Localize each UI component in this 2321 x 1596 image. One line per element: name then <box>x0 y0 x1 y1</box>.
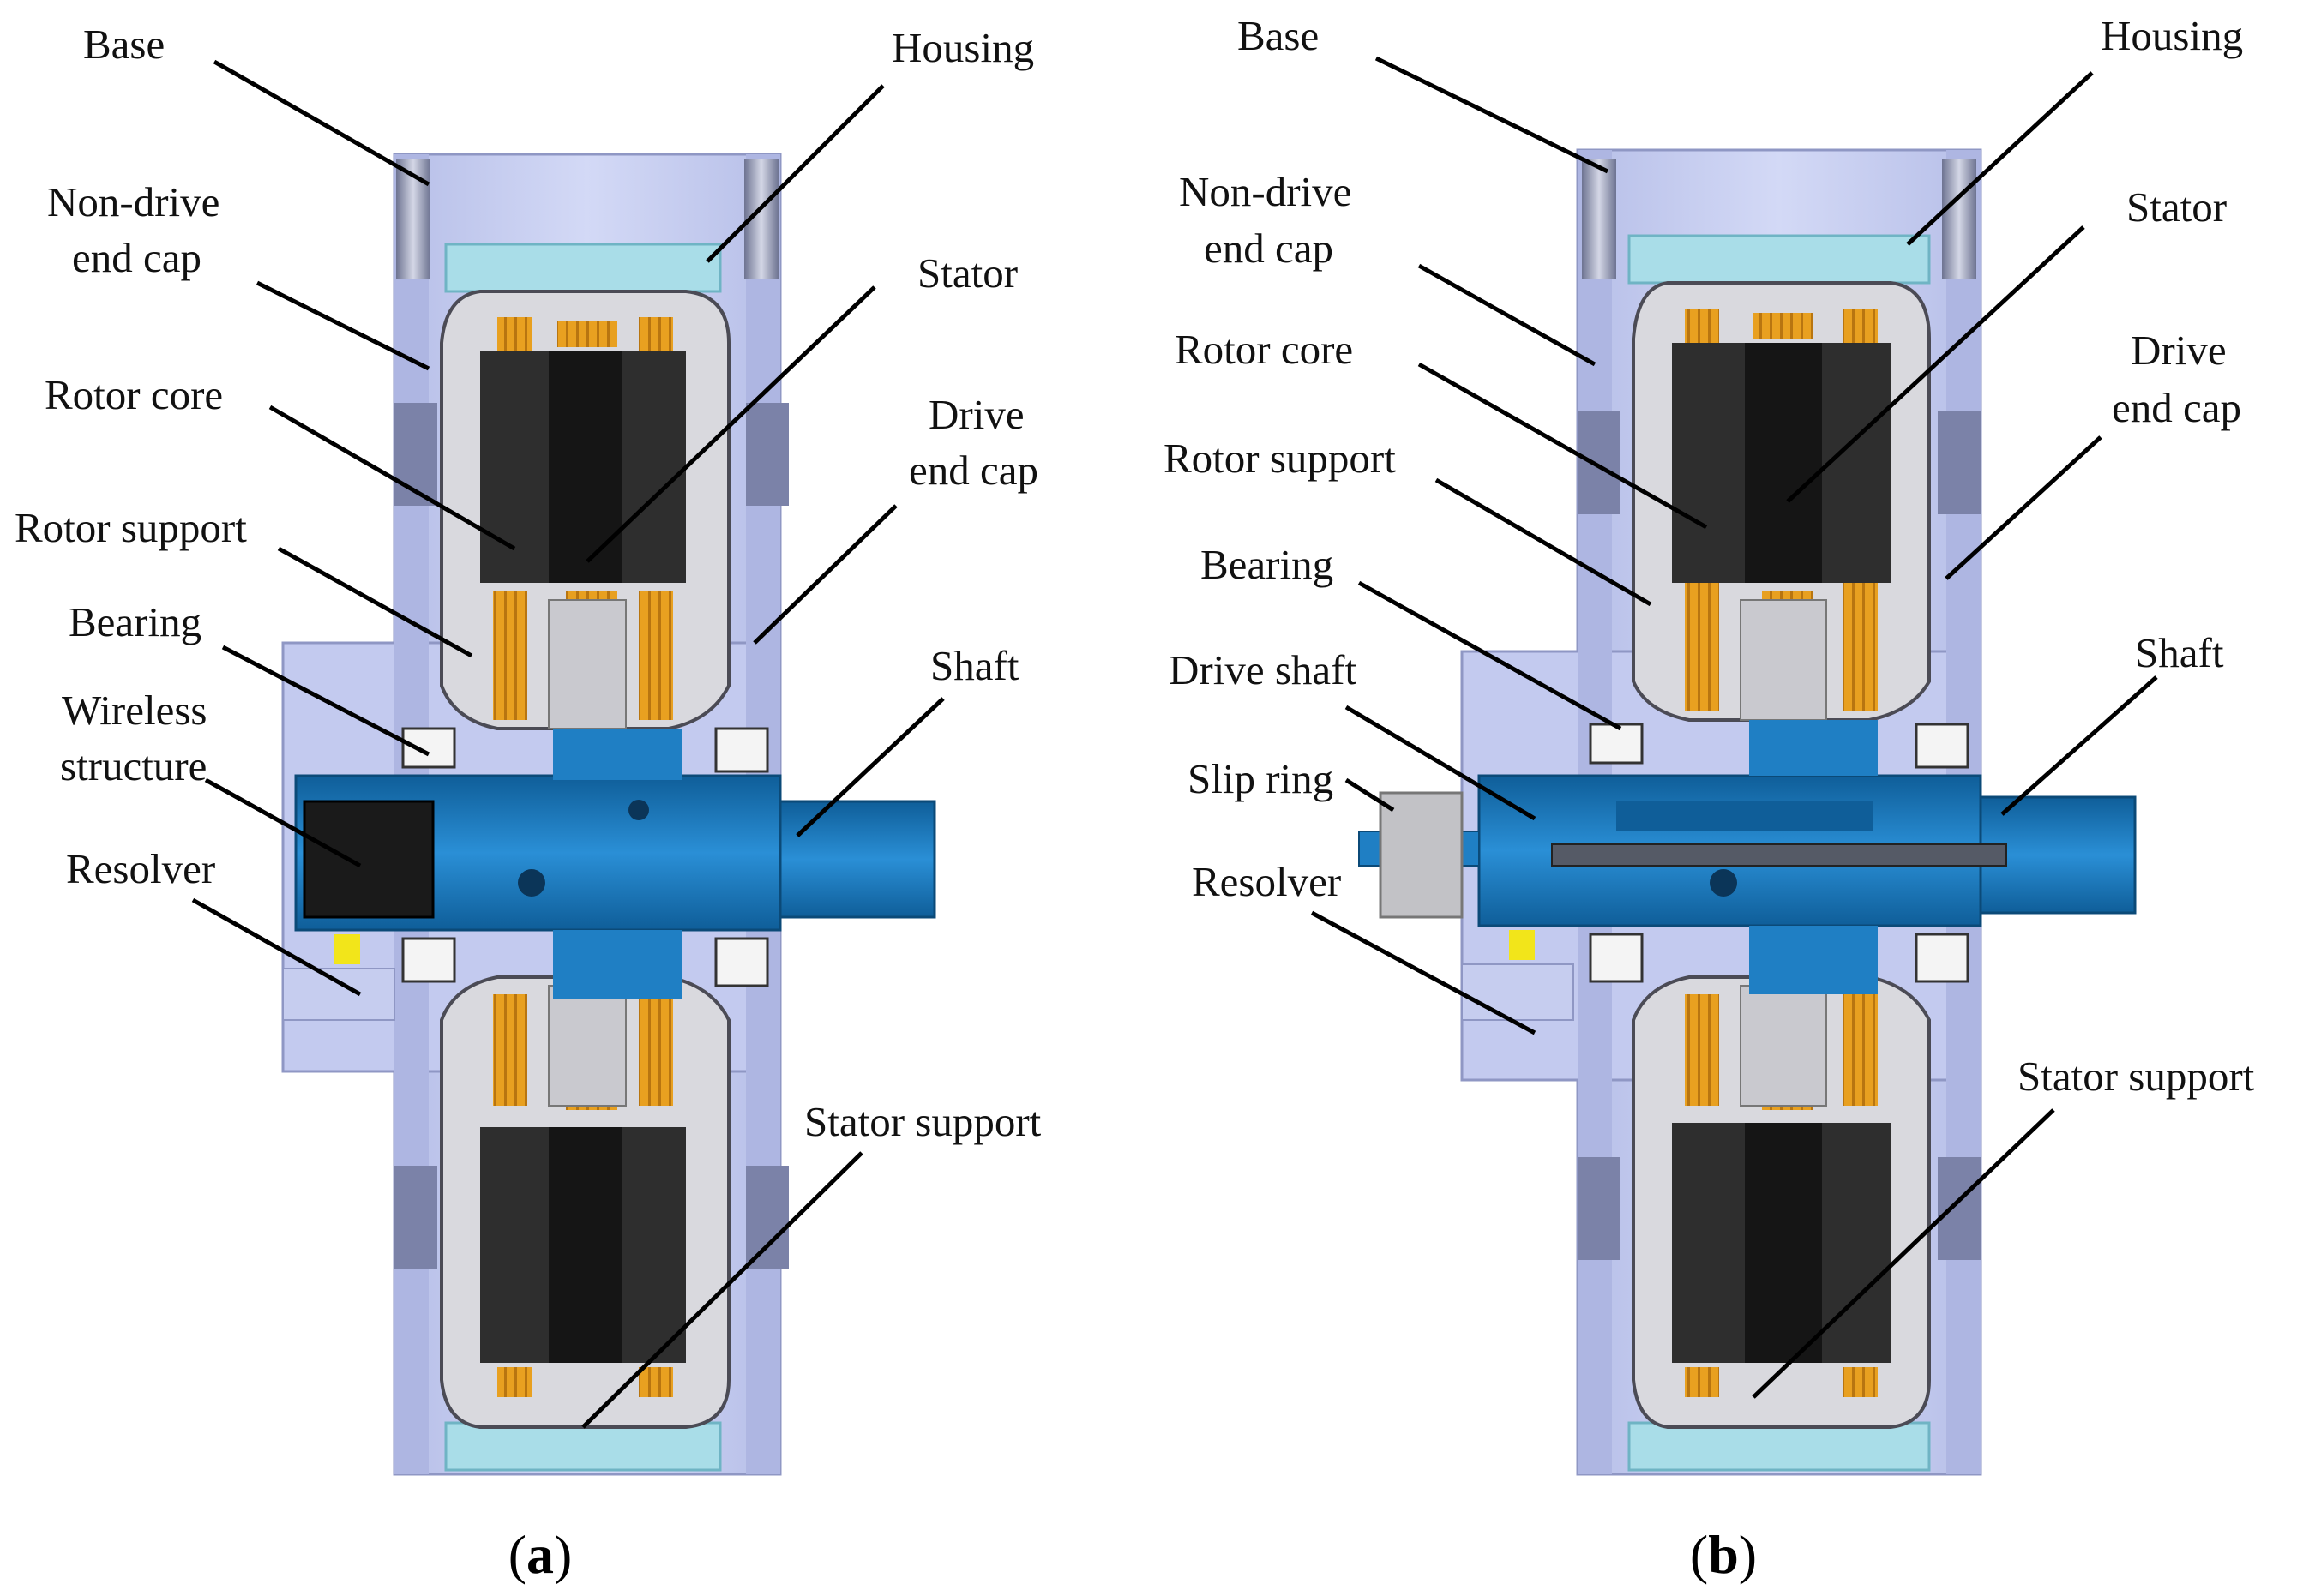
label-end-cap-nd-a: end cap <box>72 234 201 281</box>
label-end-cap-d-a: end cap <box>909 447 1038 494</box>
windings-a <box>493 317 673 1397</box>
leader-slip-ring-b <box>1344 777 1395 813</box>
label-base-a: Base <box>83 21 165 68</box>
label-shaft-a: Shaft <box>930 642 1019 689</box>
label-slip-ring-b: Slip ring <box>1188 755 1333 802</box>
wireless-structure-a <box>303 800 435 919</box>
label-rotor-support-a: Rotor support <box>15 504 247 551</box>
leader-drive-shaft-b <box>1344 705 1536 821</box>
label-resolver-a: Resolver <box>66 845 215 892</box>
label-resolver-b: Resolver <box>1192 858 1341 905</box>
label-bearing-b: Bearing <box>1200 541 1333 588</box>
rotor-support-a <box>548 599 627 1107</box>
housing-ring-bottom-b <box>1627 1421 1931 1472</box>
leader-shaft-b <box>2000 675 2158 816</box>
leader-housing-b <box>1906 71 2094 246</box>
label-stator-support-a: Stator support <box>804 1098 1042 1145</box>
bearing-right-a <box>714 727 769 987</box>
label-end-cap-nd-b: end cap <box>1204 225 1333 272</box>
label-rotor-support-b: Rotor support <box>1164 435 1396 482</box>
leader-wireless-structure-a <box>204 777 362 868</box>
label-stator-support-b: Stator support <box>2017 1053 2255 1100</box>
leader-rotor-core-b <box>1417 362 1708 530</box>
stator-core-lower-a <box>480 1127 686 1363</box>
leader-drive-end-cap-a <box>753 504 898 645</box>
label-drive-b: Drive <box>2131 327 2227 374</box>
caption-a: (a) <box>508 1524 573 1585</box>
bearing-left-a <box>401 727 456 983</box>
leader-non-drive-end-cap-b <box>1417 263 1596 367</box>
label-housing-b: Housing <box>2101 12 2243 59</box>
leader-rotor-core-a <box>268 405 516 551</box>
leader-housing-a <box>706 84 885 263</box>
label-structure-a: structure <box>60 742 207 789</box>
leader-shaft-a <box>796 697 945 837</box>
bearing-right-b <box>1915 723 1969 983</box>
bolt-left-b <box>1582 159 1616 279</box>
stator-core-lower-b <box>1672 1123 1891 1363</box>
housing-ring-top-a <box>444 243 722 293</box>
bolt-right-b <box>1942 159 1976 279</box>
label-rotor-core-b: Rotor core <box>1175 326 1353 373</box>
leader-bearing-a <box>221 645 430 757</box>
stator-core-upper-a <box>480 351 686 583</box>
label-stator-b: Stator <box>2126 183 2227 231</box>
leader-stator-a <box>586 285 876 563</box>
resolver-a <box>282 934 395 1021</box>
leader-resolver-a <box>191 897 362 997</box>
stator-core-upper-b <box>1672 343 1891 583</box>
leader-base-a <box>213 59 430 187</box>
rotor-support-b <box>1740 599 1827 1107</box>
label-drive-a: Drive <box>929 391 1025 438</box>
leader-stator-b <box>1786 225 2085 503</box>
label-non-drive-b: Non-drive <box>1179 168 1351 215</box>
housing-ring-bottom-a <box>444 1421 722 1472</box>
slip-ring-b <box>1379 791 1464 919</box>
panel-a-cross-section: Base Housing Non-drive end cap Stator Ro… <box>15 21 1042 1585</box>
leader-base-b <box>1374 56 1609 174</box>
leader-stator-support-b <box>1752 1108 2055 1399</box>
panel-b-cross-section: Base Housing Non-drive end cap Stator Ro… <box>1164 12 2255 1585</box>
leader-stator-support-a <box>581 1151 863 1429</box>
label-housing-a: Housing <box>892 24 1034 71</box>
label-bearing-a: Bearing <box>69 598 201 645</box>
leader-rotor-support-b <box>1434 477 1652 607</box>
drive-shaft-rod-b <box>1551 843 2007 867</box>
leader-resolver-b <box>1310 910 1536 1035</box>
label-wireless-a: Wireless <box>62 687 207 734</box>
label-stator-a: Stator <box>917 249 1018 297</box>
leader-non-drive-end-cap-a <box>256 280 430 371</box>
label-rotor-core-a: Rotor core <box>45 371 223 418</box>
caption-b: (b) <box>1690 1524 1757 1585</box>
label-base-b: Base <box>1237 12 1319 59</box>
leader-bearing-b <box>1357 580 1622 731</box>
label-shaft-b: Shaft <box>2135 629 2224 676</box>
leader-rotor-support-a <box>277 546 473 658</box>
bolt-left-a <box>396 159 430 279</box>
label-end-cap-d-b: end cap <box>2112 384 2241 431</box>
housing-ring-top-b <box>1627 234 1931 285</box>
leader-drive-end-cap-b <box>1945 435 2102 580</box>
label-non-drive-a: Non-drive <box>47 178 219 225</box>
label-drive-shaft-b: Drive shaft <box>1169 646 1356 693</box>
